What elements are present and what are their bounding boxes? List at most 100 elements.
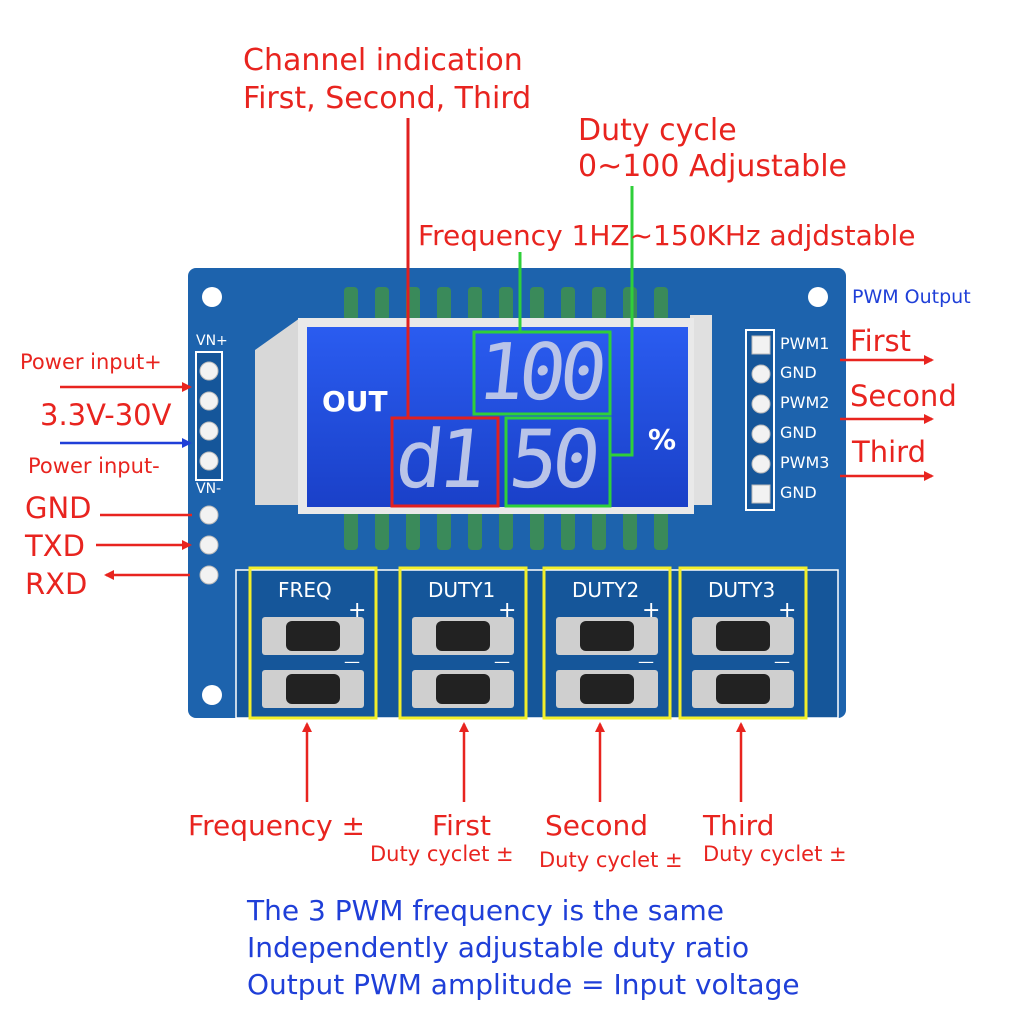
button-highlight-box [248,566,378,720]
lcd-top-pin [344,287,358,321]
channel-indication-sub: First, Second, Third [243,81,532,116]
power-input-minus-label: Power input- [28,454,160,478]
output-second-label: Second [850,379,957,413]
output-first-label: First [850,324,912,358]
tact-switch-button[interactable] [716,621,770,651]
mount-hole-tl [202,287,222,307]
duty3-button-sub: Duty cyclet ± [703,842,847,866]
voltage-range-label: 3.3V-30V [40,398,172,432]
frequency-range-label: Frequency 1HZ~150KHz adjdstable [418,219,916,252]
left-pins [199,361,219,585]
plus-sign: + [498,598,517,623]
pwm-pin [751,484,771,504]
lcd-top-pin [499,287,513,321]
tact-switch-button[interactable] [580,674,634,704]
freq-button-caption: Frequency ± [188,809,366,842]
lcd-backing-right [690,315,712,505]
frequency-highlight-box [472,330,612,416]
duty1-button-sub: Duty cyclet ± [370,842,514,866]
button-label: FREQ [278,578,332,602]
lcd-top-pin [468,287,482,321]
lcd-bottom-pin [406,510,420,550]
vn-plus-label: VN+ [196,333,228,349]
lcd-bottom-pin [499,510,513,550]
plus-sign: + [642,598,661,623]
lcd-percent: % [648,423,677,456]
pwm-pin-label: GND [780,363,817,382]
lcd-pins [344,287,668,550]
lcd-top-pin [437,287,451,321]
channel-highlight-box [390,416,500,508]
tact-switch-button[interactable] [580,621,634,651]
vn-minus-label: VN- [196,481,222,497]
minus-sign: — [494,652,510,671]
lcd-top-pin [592,287,606,321]
power-input-plus-label: Power input+ [20,350,162,374]
lcd-bottom-pin [654,510,668,550]
pwm-pin-label: PWM3 [780,453,830,472]
duty-cycle-title: Duty cycle [578,113,737,148]
plus-sign: + [778,598,797,623]
note-independent-duty: Independently adjustable duty ratio [247,931,750,964]
lcd-frequency-value: 100 [473,328,606,418]
header-pin [199,505,219,525]
pwm-header [745,329,775,511]
txd-label: TXD [25,529,85,563]
buttons-group [248,566,808,720]
gnd-label: GND [25,491,92,525]
output-third-label: Third [852,435,926,469]
minus-sign: — [638,652,654,671]
tact-switch-button[interactable] [286,674,340,704]
pwm-pin [751,364,771,384]
button-label: DUTY1 [428,578,496,602]
right-pins [751,335,771,504]
pwm-pin-label: PWM2 [780,393,830,412]
duty2-button-sub: Duty cyclet ± [539,848,683,872]
lcd-bottom-pin [623,510,637,550]
lcd-top-pin [561,287,575,321]
duty2-button-caption: Second [545,809,649,842]
minus-sign: — [774,652,790,671]
header-pin [199,421,219,441]
header-pin [199,535,219,555]
button-label: DUTY3 [708,578,776,602]
pwm-pin-label: GND [780,483,817,502]
button-highlight-box [398,566,528,720]
mount-hole-tr [808,287,828,307]
note-amplitude: Output PWM amplitude = Input voltage [247,968,800,1001]
pwm-output-label: PWM Output [852,286,971,308]
button-highlight-box [542,566,672,720]
header-pin [199,391,219,411]
lcd-bottom-pin [437,510,451,550]
lcd-top-pin [654,287,668,321]
tact-switch-button[interactable] [286,621,340,651]
duty-cycle-sub: 0~100 Adjustable [578,149,848,184]
tact-switch-button[interactable] [436,621,490,651]
lcd-top-pin [623,287,637,321]
duty-highlight-box [504,416,612,508]
lcd-top-pin [530,287,544,321]
header-pin [199,451,219,471]
pwm-pin [751,424,771,444]
lcd-bottom-pin [530,510,544,550]
minus-sign: — [344,652,360,671]
note-same-frequency: The 3 PWM frequency is the same [247,894,725,927]
lcd-bottom-pin [592,510,606,550]
header-pin [199,565,219,585]
header-pin [199,361,219,381]
lcd-channel-value: d1 [391,413,486,506]
tact-switch-button[interactable] [436,674,490,704]
rxd-label: RXD [25,567,88,601]
lcd-bottom-pin [375,510,389,550]
pwm-pin-label: PWM1 [780,334,830,353]
duty-callout-line [610,186,634,457]
button-highlight-box [678,566,808,720]
pwm-pin-label: GND [780,423,817,442]
tact-switch-button[interactable] [716,674,770,704]
lcd-duty-value: 50 [505,413,600,506]
pwm-pin [751,335,771,355]
pwm-pin [751,454,771,474]
lcd-out-label: OUT [322,385,388,418]
